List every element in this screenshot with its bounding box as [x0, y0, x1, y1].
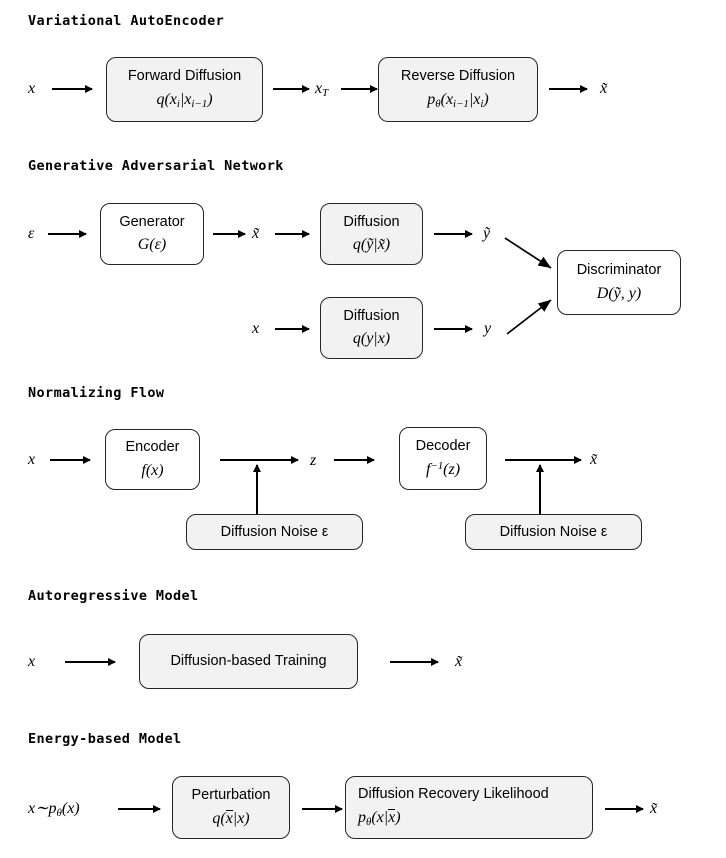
gan-arrow-xtilde-diffusion — [275, 233, 309, 235]
box-forward-diffusion-title: Forward Diffusion — [127, 68, 242, 85]
gan-top-out-label: ỹ — [483, 225, 491, 242]
ebm-arrow-mid — [302, 808, 342, 810]
box-encoder: Encoder f(x) — [105, 429, 200, 490]
flow-arrow-decoder-out — [505, 459, 581, 461]
box-discriminator-title: Discriminator — [576, 262, 662, 279]
vae-mid-label: xT — [315, 80, 329, 100]
autoregressive-arrow-input — [65, 661, 115, 663]
vae-input-label: x — [28, 80, 36, 97]
box-diffusion-based-training: Diffusion-based Training — [139, 634, 358, 689]
flow-arrow-noise-left-up — [256, 465, 258, 515]
box-diffusion-recovery-likelihood-formula: pθ(x|x) — [358, 808, 401, 828]
box-forward-diffusion-formula: q(xi|xi−1) — [156, 90, 213, 110]
flow-arrow-noise-right-up — [539, 465, 541, 515]
flow-mid-label: z — [310, 452, 317, 469]
gan-bottom-input-label: x — [252, 320, 260, 337]
box-diffusion-noise-left-title: Diffusion Noise ε — [220, 523, 329, 540]
box-diffusion-noise-right: Diffusion Noise ε — [465, 514, 642, 550]
vae-arrow-output — [549, 88, 587, 90]
box-diffusion-top-title: Diffusion — [343, 213, 400, 230]
autoregressive-output-label: x̃ — [455, 653, 463, 670]
box-reverse-diffusion-title: Reverse Diffusion — [400, 68, 516, 85]
box-decoder: Decoder f−1(z) — [399, 427, 487, 490]
box-discriminator: Discriminator D(ỹ, y) — [557, 250, 681, 315]
section-title-autoregressive: Autoregressive Model — [28, 588, 199, 604]
flow-arrow-z-decoder — [334, 459, 374, 461]
box-generator-title: Generator — [119, 213, 185, 230]
box-perturbation-title: Perturbation — [191, 787, 271, 804]
flow-arrow-encoder-z — [220, 459, 298, 461]
section-title-flow: Normalizing Flow — [28, 385, 165, 401]
gan-arrow-generator-xtilde — [213, 233, 245, 235]
gan-arrow-diffusion-ytilde — [434, 233, 472, 235]
gan-bottom-out-label: y — [484, 320, 492, 337]
box-perturbation-formula: q(x|x) — [212, 809, 250, 827]
flow-output-label: x̃ — [590, 451, 598, 468]
vae-output-label: x̃ — [600, 80, 608, 97]
autoregressive-input-label: x — [28, 653, 36, 670]
gan-top-mid-label: x̃ — [252, 225, 260, 242]
box-reverse-diffusion-formula: pθ(xi−1|xi) — [427, 90, 489, 110]
box-encoder-title: Encoder — [125, 439, 180, 456]
box-diffusion-bottom: Diffusion q(y|x) — [320, 297, 423, 359]
gan-arrow-eps-generator — [48, 233, 86, 235]
box-diffusion-noise-right-title: Diffusion Noise ε — [499, 523, 608, 540]
section-title-gan: Generative Adversarial Network — [28, 158, 284, 174]
autoregressive-arrow-output — [390, 661, 438, 663]
gan-arrow-diffusion-y — [434, 328, 472, 330]
box-perturbation: Perturbation q(x|x) — [172, 776, 290, 839]
section-title-vae: Variational AutoEncoder — [28, 13, 225, 29]
box-discriminator-formula: D(ỹ, y) — [596, 284, 642, 302]
flow-input-label: x — [28, 451, 36, 468]
box-encoder-formula: f(x) — [141, 461, 164, 479]
box-diffusion-top: Diffusion q(ỹ|x̃) — [320, 203, 423, 265]
box-generator-formula: G(ε) — [137, 236, 167, 254]
box-diffusion-recovery-likelihood: Diffusion Recovery Likelihood pθ(x|x) — [345, 776, 593, 839]
box-forward-diffusion: Forward Diffusion q(xi|xi−1) — [106, 57, 263, 122]
gan-arrow-x-diffusion — [275, 328, 309, 330]
box-diffusion-recovery-likelihood-title: Diffusion Recovery Likelihood — [358, 786, 549, 803]
box-decoder-formula: f−1(z) — [425, 459, 461, 478]
section-title-ebm: Energy-based Model — [28, 731, 182, 747]
vae-arrow-mid-right — [341, 88, 377, 90]
box-reverse-diffusion: Reverse Diffusion pθ(xi−1|xi) — [378, 57, 538, 122]
ebm-output-label: x̃ — [650, 800, 658, 817]
ebm-arrow-input — [118, 808, 160, 810]
flow-arrow-input — [50, 459, 90, 461]
box-diffusion-bottom-formula: q(y|x) — [352, 330, 391, 348]
gan-top-input-label: ε — [28, 225, 35, 242]
vae-arrow-mid-left — [273, 88, 309, 90]
ebm-arrow-output — [605, 808, 643, 810]
box-diffusion-noise-left: Diffusion Noise ε — [186, 514, 363, 550]
box-diffusion-based-training-title: Diffusion-based Training — [170, 653, 327, 670]
ebm-input-label: x∼pθ(x) — [28, 800, 80, 820]
box-generator: Generator G(ε) — [100, 203, 204, 265]
box-decoder-title: Decoder — [415, 438, 471, 455]
box-diffusion-top-formula: q(ỹ|x̃) — [352, 236, 391, 254]
box-diffusion-bottom-title: Diffusion — [343, 307, 400, 324]
vae-arrow-input — [52, 88, 92, 90]
